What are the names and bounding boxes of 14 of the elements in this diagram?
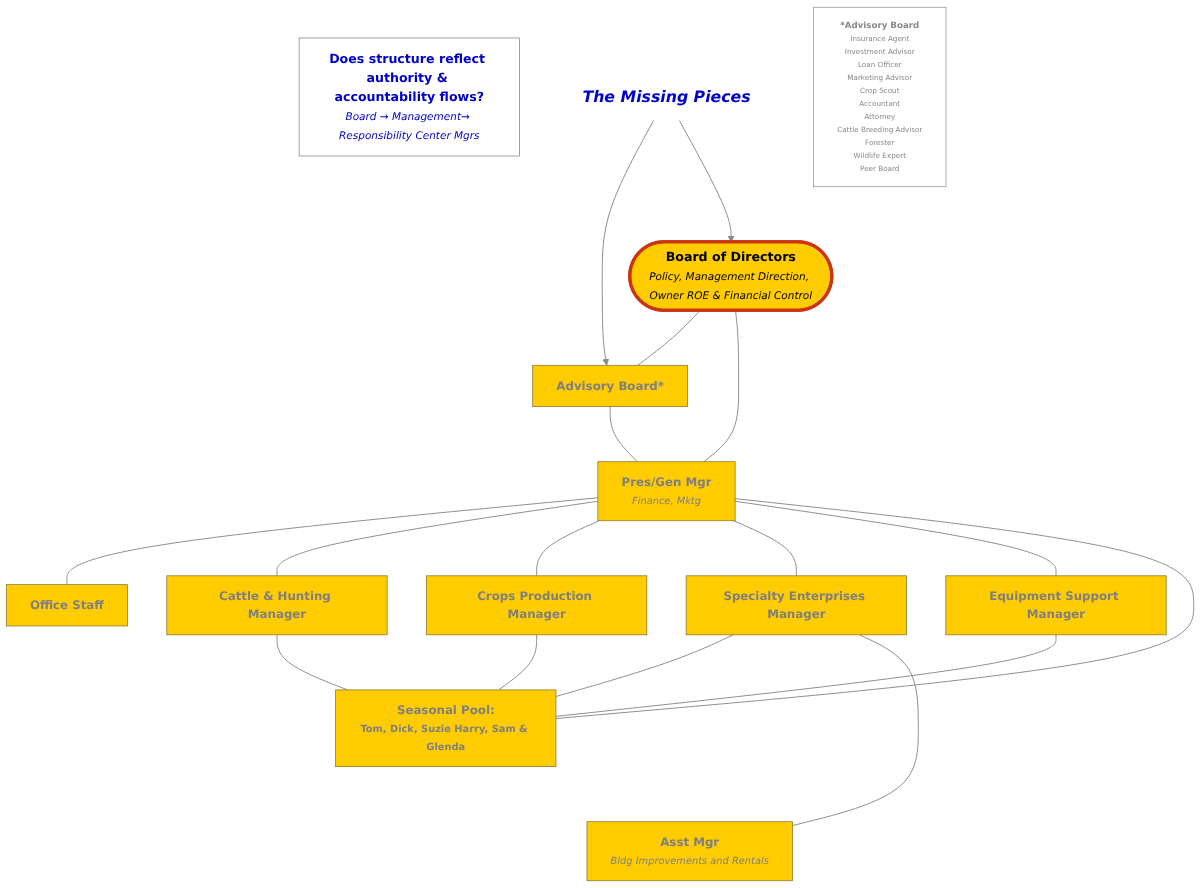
connector: [276, 500, 599, 577]
connector: [66, 497, 599, 586]
connector: [536, 520, 600, 577]
connector: [703, 310, 740, 463]
connector: [791, 634, 919, 827]
connector: [637, 310, 701, 366]
connector: [555, 498, 1195, 719]
connector: [555, 634, 734, 697]
connector: [555, 634, 1057, 717]
connector: [276, 634, 348, 691]
connector: [498, 634, 538, 691]
connector: [733, 520, 797, 577]
connector: [609, 406, 638, 463]
connector: [734, 500, 1057, 577]
